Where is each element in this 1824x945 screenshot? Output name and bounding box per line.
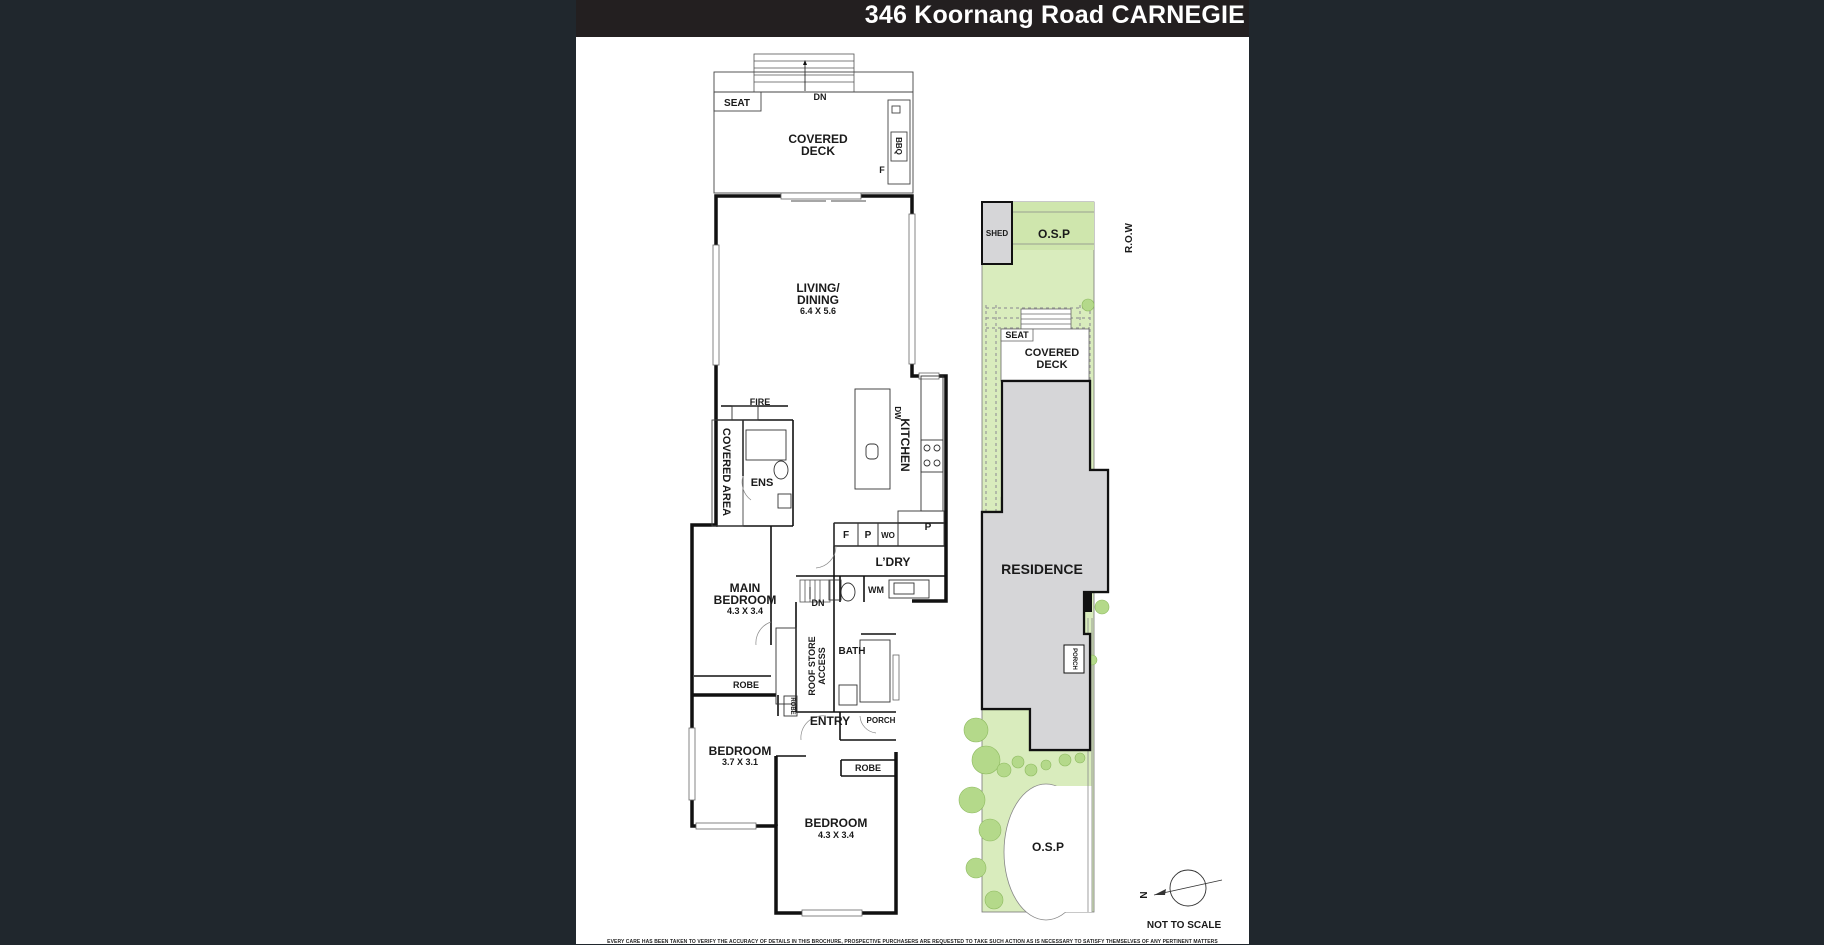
site-residence bbox=[980, 379, 1110, 752]
site-label-row: R.O.W bbox=[1124, 222, 1135, 253]
label-bath: BATH bbox=[838, 646, 865, 657]
label-covered-area: COVERED AREA bbox=[720, 428, 732, 516]
door-swings bbox=[741, 475, 877, 741]
label-main-bedroom-dim: 4.3 X 3.4 bbox=[727, 606, 763, 616]
stairs-dn bbox=[799, 579, 831, 603]
site-label-porch: PORCH bbox=[1071, 648, 1077, 670]
label-bedroom2-dim: 3.7 X 3.1 bbox=[722, 757, 758, 767]
kitchen-fixtures bbox=[731, 375, 945, 717]
label-p2: P bbox=[925, 522, 932, 533]
deck-steps bbox=[753, 53, 855, 93]
interior-walls bbox=[694, 405, 946, 777]
label-kitchen: KITCHEN bbox=[898, 418, 912, 471]
label-laundry: L’DRY bbox=[876, 555, 911, 569]
covered-area bbox=[711, 419, 744, 527]
site-fences bbox=[985, 305, 1091, 520]
label-robe-small: ROBE bbox=[789, 697, 795, 714]
site-trees bbox=[958, 298, 1110, 910]
site-shed bbox=[981, 201, 1013, 265]
label-porch: PORCH bbox=[867, 716, 896, 725]
plan-sheet: 346 Koornang Road CARNEGIE bbox=[576, 0, 1249, 945]
label-dw: DW bbox=[893, 406, 902, 420]
label-living-dim: 6.4 X 5.6 bbox=[800, 306, 836, 316]
site-label-osp-bottom: O.S.P bbox=[1032, 840, 1064, 854]
label-dn-top: DN bbox=[814, 92, 827, 102]
label-f-kitchen: F bbox=[843, 530, 849, 541]
label-entry: ENTRY bbox=[810, 714, 850, 728]
site-label-residence: RESIDENCE bbox=[1001, 561, 1083, 577]
label-living: LIVING/DINING bbox=[796, 281, 840, 307]
disclaimer-text: EVERY CARE HAS BEEN TAKEN TO VERIFY THE … bbox=[607, 939, 1218, 945]
label-fire: FIRE bbox=[750, 397, 771, 407]
site-label-seat: SEAT bbox=[1005, 330, 1029, 340]
label-f-deck: F bbox=[879, 165, 885, 175]
compass-north-label: N bbox=[1139, 891, 1150, 898]
label-p1: P bbox=[865, 530, 872, 541]
label-bedroom3-dim: 4.3 X 3.4 bbox=[818, 830, 854, 840]
label-robe3: ROBE bbox=[855, 763, 881, 773]
label-wm: WM bbox=[868, 585, 884, 595]
label-bedroom2: BEDROOM bbox=[709, 744, 772, 758]
site-label-shed: SHED bbox=[986, 229, 1008, 238]
site-deck bbox=[1000, 308, 1090, 382]
label-robe-main: ROBE bbox=[733, 680, 759, 690]
label-roof-store: ROOF STOREACCESS bbox=[807, 636, 827, 695]
label-wo: WO bbox=[881, 531, 895, 540]
label-ens: ENS bbox=[751, 477, 774, 489]
scale-note: NOT TO SCALE bbox=[1147, 920, 1222, 931]
label-bbq: BBQ bbox=[894, 137, 903, 155]
label-bedroom3: BEDROOM bbox=[805, 816, 868, 830]
label-seat: SEAT bbox=[724, 98, 750, 109]
site-label-osp-top: O.S.P bbox=[1038, 227, 1070, 241]
header-bar: 346 Koornang Road CARNEGIE bbox=[576, 0, 1249, 37]
label-dn-mid: DN bbox=[812, 598, 825, 608]
compass-icon: N bbox=[1139, 869, 1223, 907]
property-address: 346 Koornang Road CARNEGIE bbox=[864, 1, 1245, 29]
